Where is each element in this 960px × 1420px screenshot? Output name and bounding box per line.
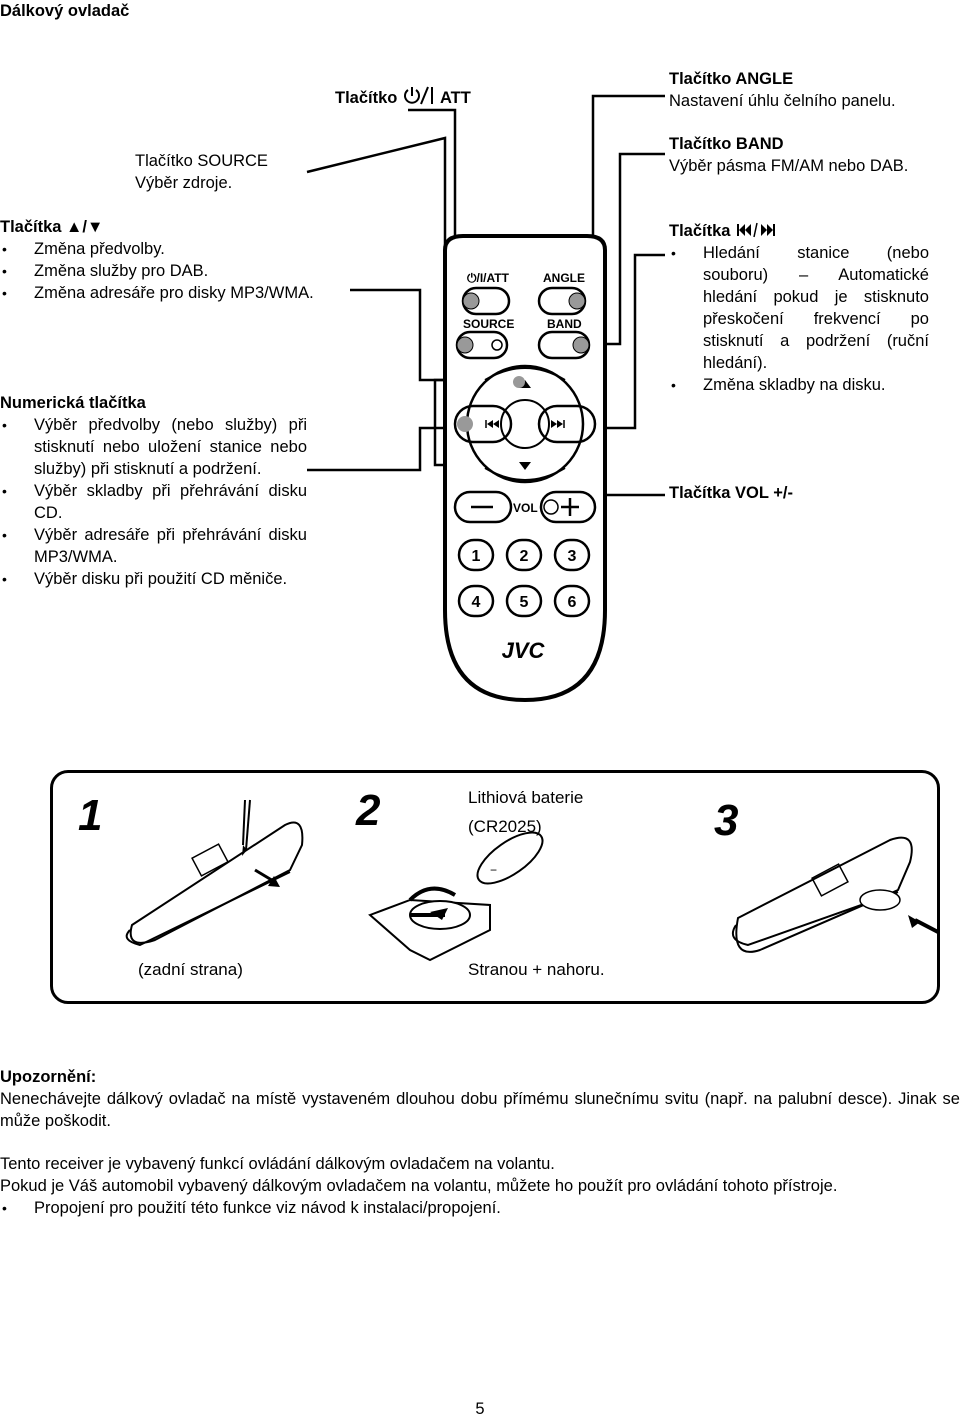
battery-model: (CR2025) bbox=[468, 817, 542, 836]
remote-control: ⏻/I/ATT ANGLE SOURCE BAND VOL bbox=[443, 234, 607, 703]
updown-list: Změna předvolby. Změna služby pro DAB. Z… bbox=[0, 238, 360, 304]
steering-section: Tento receiver je vybavený funkcí ovládá… bbox=[0, 1153, 960, 1219]
power-button-label: ⏻/I/ATT bbox=[467, 271, 510, 285]
battery-tray-illustration: − bbox=[368, 831, 544, 962]
page-heading: Dálkový ovladač bbox=[0, 2, 130, 20]
band-title: Tlačítko BAND bbox=[669, 135, 784, 153]
number-button-2[interactable]: 2 bbox=[505, 538, 543, 572]
numeric-list: Výběr předvolby (nebo služby) při stiskn… bbox=[0, 414, 307, 590]
dpad-up-button[interactable] bbox=[484, 367, 566, 388]
source-title: Tlačítko SOURCE bbox=[135, 152, 268, 170]
number-label: 2 bbox=[520, 548, 529, 565]
side-up-caption: Stranou + nahoru. bbox=[468, 960, 605, 979]
skip-title: Tlačítka bbox=[669, 220, 929, 242]
number-label: 5 bbox=[520, 594, 529, 611]
arrow-icon bbox=[268, 876, 280, 887]
down-arrow-icon bbox=[519, 462, 531, 470]
number-button-6[interactable]: 6 bbox=[553, 584, 591, 618]
source-desc: Výběr zdroje. bbox=[135, 174, 233, 192]
vol-button-label: VOL bbox=[513, 501, 538, 515]
list-item: Výběr disku při použití CD měniče. bbox=[0, 568, 307, 590]
number-label: 6 bbox=[568, 594, 577, 611]
power-title-prefix: Tlačítko bbox=[335, 89, 398, 107]
next-button[interactable] bbox=[537, 404, 597, 444]
arrow-icon bbox=[908, 915, 920, 928]
brand-logo: JVC bbox=[502, 638, 546, 663]
updown-title: Tlačítka ▲/▼ bbox=[0, 218, 104, 236]
numeric-label: Numerická tlačítka Výběr předvolby (nebo… bbox=[0, 392, 307, 590]
number-button-4[interactable]: 4 bbox=[457, 584, 495, 618]
angle-desc: Nastavení úhlu čelního panelu. bbox=[669, 92, 896, 110]
list-item: Propojení pro použití této funkce viz ná… bbox=[0, 1197, 960, 1219]
band-desc: Výběr pásma FM/AM nebo DAB. bbox=[669, 157, 909, 175]
back-side-caption: (zadní strana) bbox=[138, 960, 243, 979]
dpad-center bbox=[500, 399, 550, 449]
source-label: Tlačítko SOURCE Výběr zdroje. bbox=[135, 150, 268, 194]
angle-button-dot bbox=[568, 292, 586, 310]
numeric-leader bbox=[307, 426, 458, 472]
battery-illustrations: 1 2 3 − Lithiová baterie (CR2025) (zadní… bbox=[78, 786, 939, 979]
source-button-ring bbox=[491, 339, 503, 351]
power-button-dot bbox=[462, 292, 480, 310]
list-item: Změna adresáře pro disky MP3/WMA. bbox=[0, 282, 360, 304]
updown-label: Tlačítka ▲/▼ Změna předvolby. Změna služ… bbox=[0, 216, 360, 304]
skip-label: Tlačítka Hledání stanice (nebo souboru) … bbox=[669, 220, 929, 396]
battery-minus-mark: − bbox=[490, 863, 497, 877]
steering-list: Propojení pro použití této funkce viz ná… bbox=[0, 1197, 960, 1219]
angle-button-label: ANGLE bbox=[543, 271, 585, 285]
vol-label: Tlačítka VOL +/- bbox=[669, 484, 793, 502]
power-icon bbox=[403, 86, 433, 105]
notice-text: Nenechávejte dálkový ovladač na místě vy… bbox=[0, 1090, 960, 1130]
list-item: Hledání stanice (nebo souboru) – Automat… bbox=[669, 242, 929, 374]
number-label: 1 bbox=[472, 548, 481, 565]
number-label: 3 bbox=[568, 548, 577, 565]
skip-list: Hledání stanice (nebo souboru) – Automat… bbox=[669, 242, 929, 396]
skip-title-prefix: Tlačítka bbox=[669, 222, 731, 240]
step-number: 2 bbox=[355, 786, 381, 835]
angle-label: Tlačítko ANGLE Nastavení úhlu čelního pa… bbox=[669, 68, 929, 112]
list-item: Změna služby pro DAB. bbox=[0, 260, 360, 282]
list-item: Výběr adresáře při přehrávání disku MP3/… bbox=[0, 524, 307, 568]
source-button-label: SOURCE bbox=[463, 317, 514, 331]
prev-icon bbox=[487, 420, 493, 428]
page-number: 5 bbox=[475, 1400, 485, 1418]
step-number: 1 bbox=[78, 791, 102, 840]
battery-name: Lithiová baterie bbox=[468, 788, 583, 807]
notice-title: Upozornění: bbox=[0, 1068, 97, 1086]
prev-button[interactable] bbox=[453, 404, 513, 444]
source-button-dot bbox=[456, 336, 474, 354]
notice-section: Upozornění: Nenechávejte dálkový ovladač… bbox=[0, 1066, 960, 1132]
angle-title: Tlačítko ANGLE bbox=[669, 70, 794, 88]
steering-line-1: Tento receiver je vybavený funkcí ovládá… bbox=[0, 1155, 555, 1173]
number-button-5[interactable]: 5 bbox=[505, 584, 543, 618]
number-buttons: 1 2 3 4 5 6 bbox=[457, 538, 591, 618]
power-label: Tlačítko ATT bbox=[335, 86, 471, 109]
number-label: 4 bbox=[472, 594, 481, 611]
band-button-dot bbox=[572, 336, 590, 354]
list-item: Změna předvolby. bbox=[0, 238, 360, 260]
battery-box bbox=[50, 770, 940, 1004]
prev-button-dot bbox=[457, 416, 473, 432]
remote-back-illustration bbox=[125, 799, 304, 947]
band-button-label: BAND bbox=[547, 317, 582, 331]
list-item: Výběr předvolby (nebo služby) při stiskn… bbox=[0, 414, 307, 480]
steering-line-2: Pokud je Váš automobil vybavený dálkovým… bbox=[0, 1177, 838, 1195]
band-label: Tlačítko BAND Výběr pásma FM/AM nebo DAB… bbox=[669, 133, 929, 177]
number-button-3[interactable]: 3 bbox=[553, 538, 591, 572]
power-title-suffix: ATT bbox=[439, 89, 471, 107]
dpad-down-button[interactable] bbox=[484, 462, 566, 481]
remote-insert-illustration bbox=[732, 836, 939, 953]
list-item: Změna skladby na disku. bbox=[669, 374, 929, 396]
numeric-title: Numerická tlačítka bbox=[0, 394, 146, 412]
battery-coin bbox=[476, 831, 544, 885]
up-button-dot bbox=[513, 376, 525, 388]
vol-plus-dot bbox=[543, 499, 559, 515]
list-item: Výběr skladby při přehrávání disku CD. bbox=[0, 480, 307, 524]
number-button-1[interactable]: 1 bbox=[457, 538, 495, 572]
next-icon bbox=[551, 420, 557, 428]
skip-prev-next-icon bbox=[737, 222, 776, 238]
step-number: 3 bbox=[714, 796, 738, 845]
